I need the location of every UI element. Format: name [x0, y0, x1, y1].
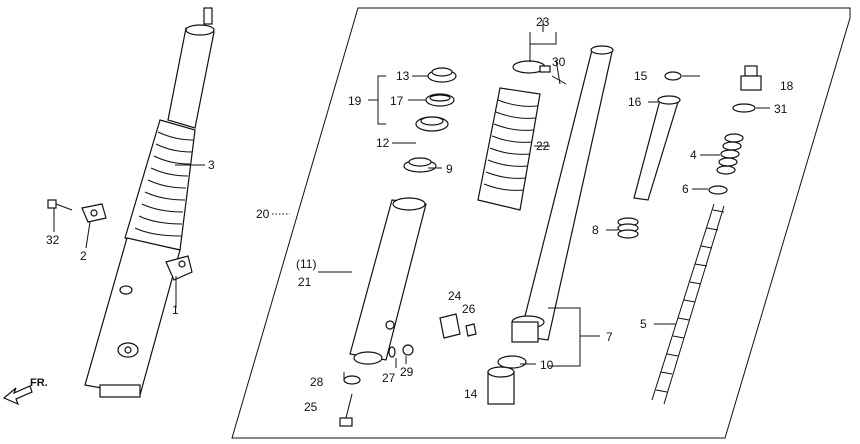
callout-3: 3 — [208, 158, 215, 172]
bracket-24 — [439, 313, 461, 339]
callout-22: 22 — [536, 139, 550, 153]
oil-seal-12 — [415, 116, 449, 132]
assembly-frame — [231, 7, 851, 439]
nut-26 — [465, 323, 477, 337]
leader-lines — [53, 20, 770, 380]
callout-6: 6 — [682, 182, 689, 196]
callout-30: 30 — [552, 55, 566, 69]
bolt-25 — [339, 393, 353, 427]
callout-11: (11) — [296, 257, 316, 271]
bolt-32 — [47, 199, 73, 211]
callout-23: 23 — [536, 15, 550, 29]
callout-18: 18 — [780, 79, 794, 93]
fork-spring-5 — [651, 203, 725, 405]
assembled-fork — [47, 7, 215, 398]
callout-29: 29 — [400, 365, 414, 379]
callout-15: 15 — [634, 69, 648, 83]
callout-19: 19 — [348, 94, 362, 108]
callout-21: 21 — [298, 275, 312, 289]
callout-10: 10 — [540, 358, 554, 372]
callout-27: 27 — [382, 371, 396, 385]
screw-29 — [402, 344, 414, 356]
rebound-spring-8 — [617, 217, 639, 239]
front-direction-arrow: FR. — [2, 377, 48, 406]
callout-13: 13 — [396, 69, 410, 83]
callout-26: 26 — [462, 302, 476, 316]
back-up-ring-9 — [403, 157, 437, 173]
fr-label: FR. — [30, 377, 48, 389]
fork-tube-7 — [511, 45, 614, 343]
fork-boot-22 — [477, 60, 567, 211]
callout-4: 4 — [690, 148, 697, 162]
callout-16: 16 — [628, 95, 642, 109]
dust-seal-13 — [427, 67, 457, 83]
spring-4 — [716, 133, 744, 175]
seat-6 — [708, 185, 728, 195]
fork-slider-21 — [349, 197, 427, 365]
ring-15 — [664, 71, 682, 81]
fork-bolt-18 — [740, 65, 762, 91]
oil-lock-piece-14 — [487, 366, 515, 405]
callout-7: 7 — [606, 330, 613, 344]
damper-rod-16 — [633, 95, 681, 201]
washer-27 — [388, 346, 396, 358]
washer-28 — [343, 375, 361, 385]
callout-20: 20 — [256, 207, 270, 221]
callout-1: 1 — [172, 303, 179, 317]
callout-25: 25 — [304, 400, 318, 414]
callout-32: 32 — [46, 233, 60, 247]
callout-14: 14 — [464, 387, 478, 401]
slide-bushing-10 — [497, 355, 527, 369]
callout-31: 31 — [774, 102, 788, 116]
brake-hose-clamp — [165, 255, 193, 281]
callout-24: 24 — [448, 289, 462, 303]
callout-2: 2 — [80, 249, 87, 263]
o-ring-31 — [732, 103, 756, 113]
callout-28: 28 — [310, 375, 324, 389]
callout-9: 9 — [446, 162, 453, 176]
callout-8: 8 — [592, 223, 599, 237]
callout-labels: 1 2 3 4 5 6 7 8 9 10 (11) 12 13 14 15 16… — [46, 15, 794, 414]
fork-boot — [124, 119, 196, 251]
callout-12: 12 — [376, 136, 390, 150]
stop-ring-17 — [425, 93, 455, 107]
clip-2 — [81, 203, 107, 223]
callout-17: 17 — [390, 94, 404, 108]
callout-5: 5 — [640, 317, 647, 331]
